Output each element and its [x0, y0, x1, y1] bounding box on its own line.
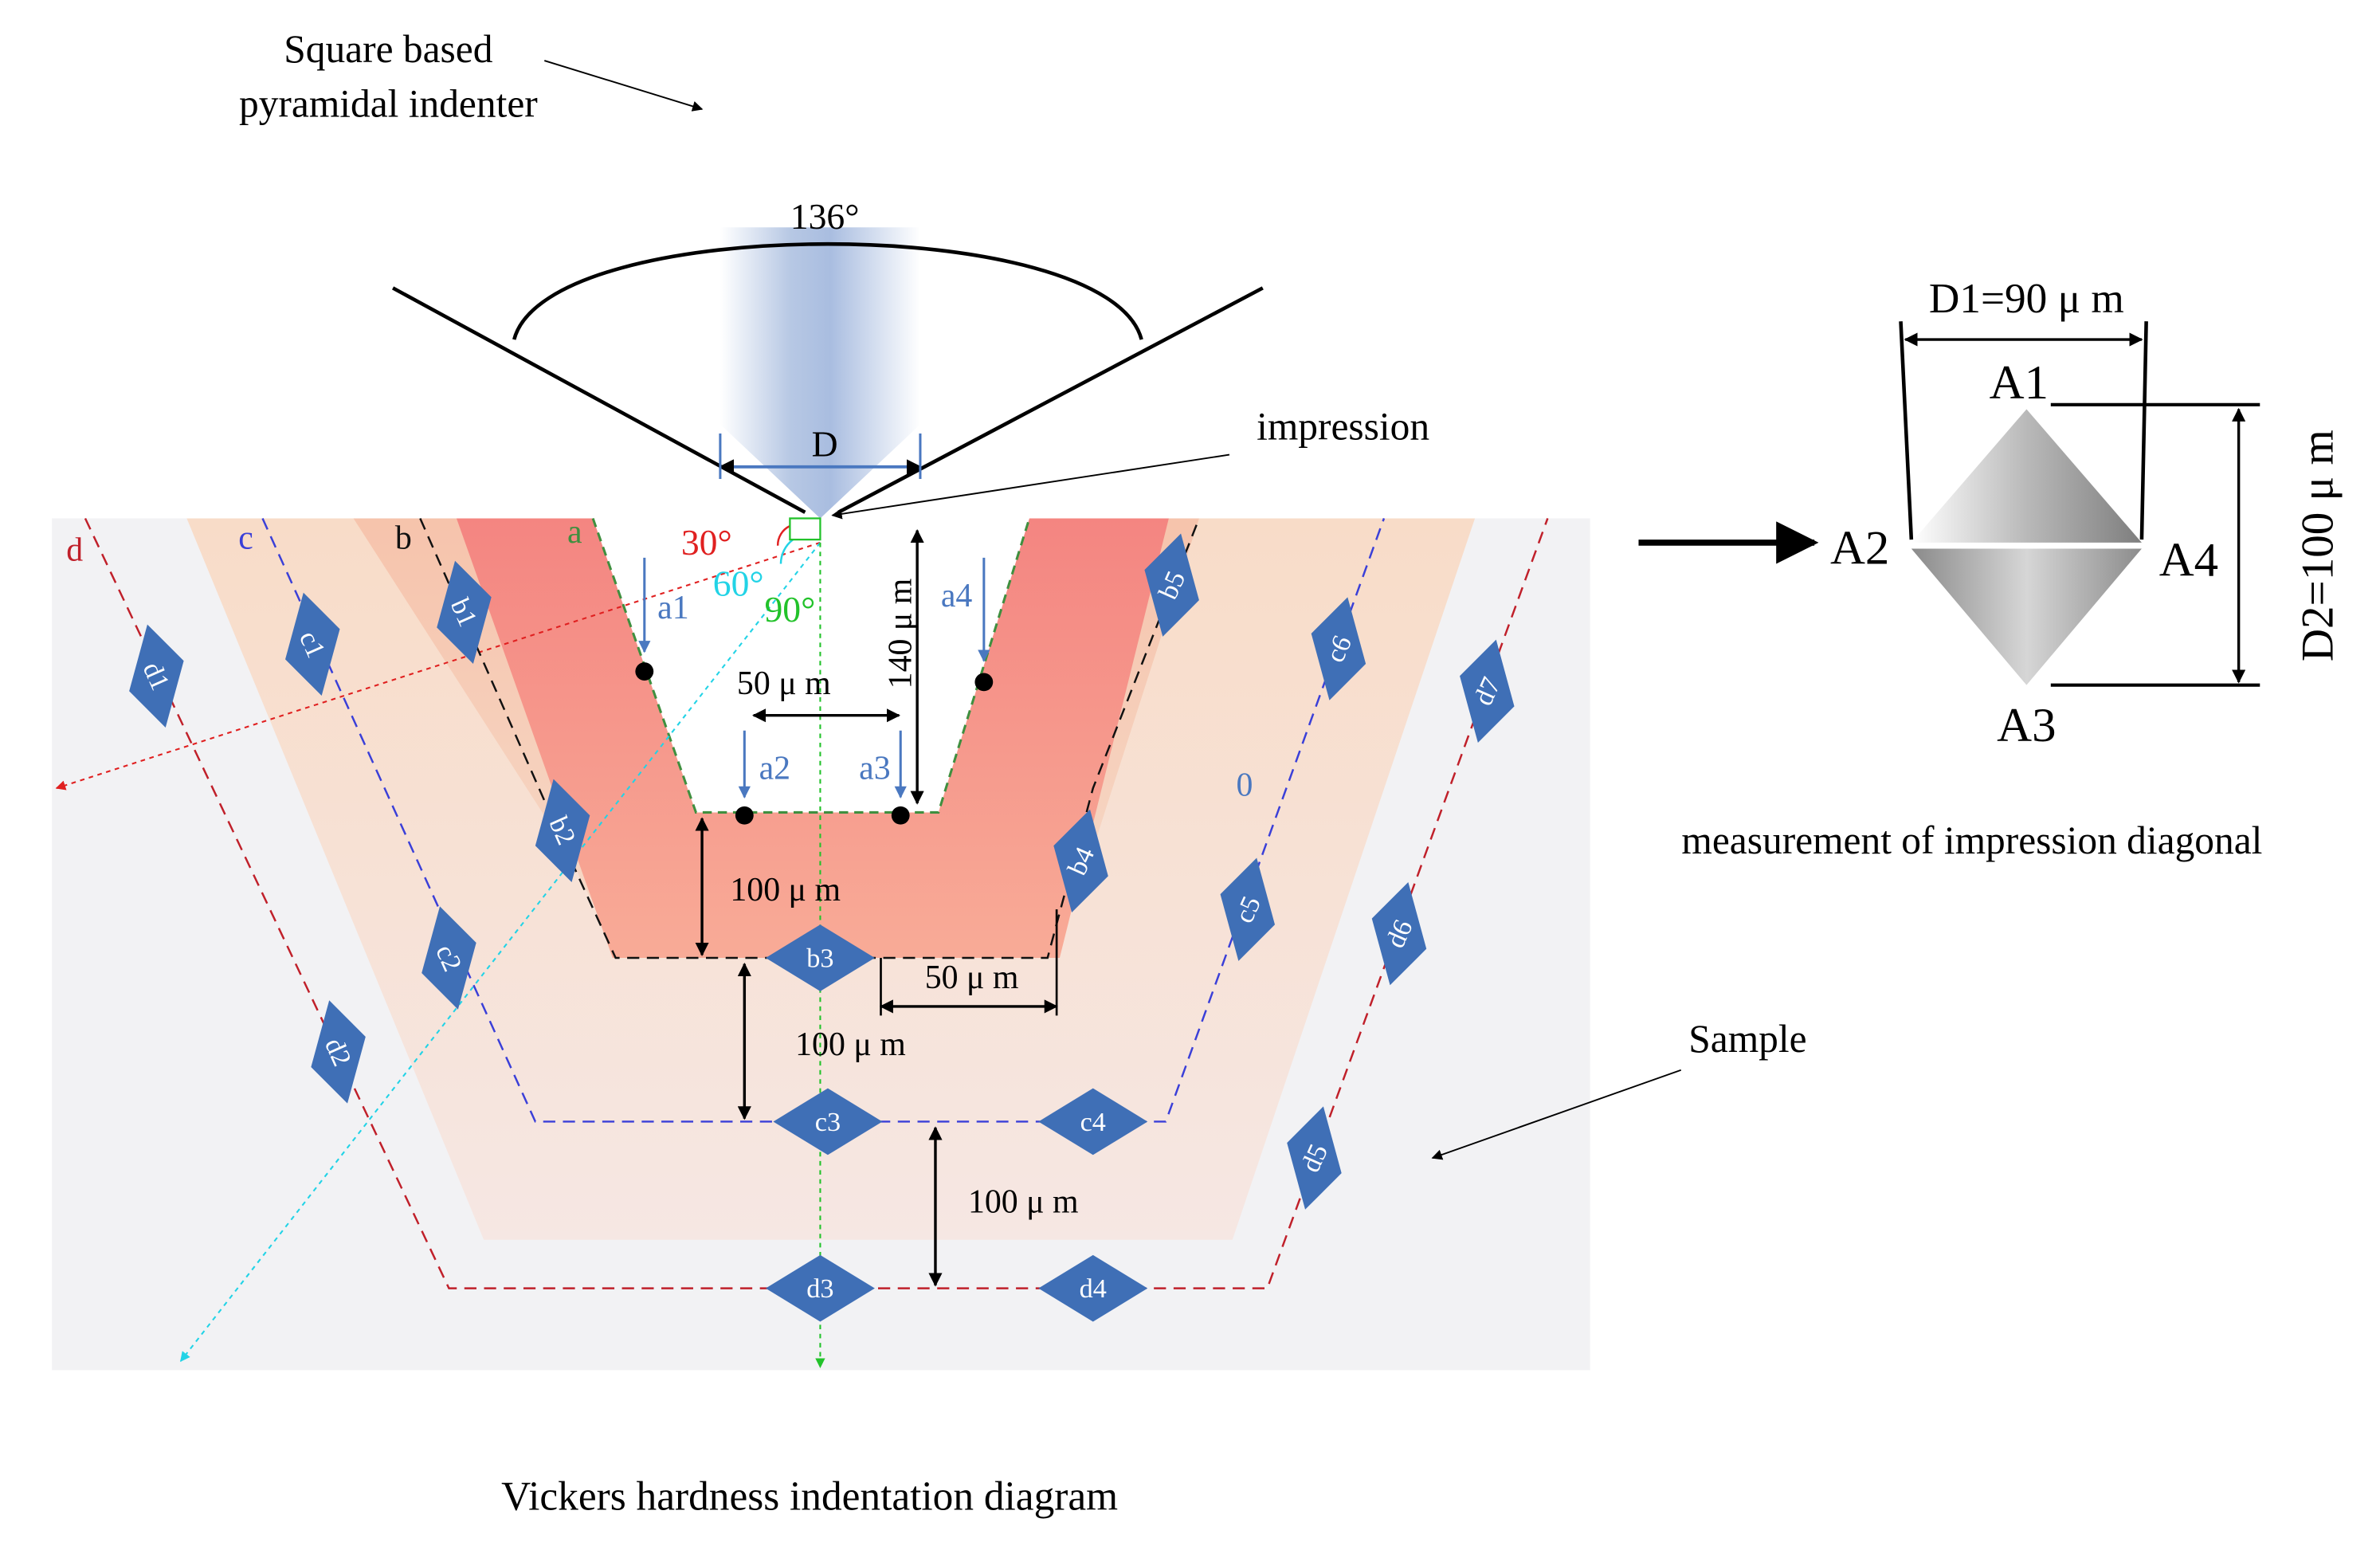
marker-d1: d1: [129, 624, 184, 728]
marker-b2-shape: [535, 779, 590, 882]
marker-c5: c5: [1220, 857, 1276, 961]
marker-b1: b1: [437, 560, 492, 665]
marker-d4-shape: [1038, 1254, 1148, 1322]
ray-30-red: [55, 541, 821, 791]
dim-50-top-label: 50 μ m: [737, 665, 831, 702]
marker-b3: b3: [765, 924, 875, 991]
marker-d2: d2: [311, 1000, 366, 1104]
marker-d6-shape: [1371, 881, 1427, 986]
zone-a-letter: a: [567, 514, 582, 551]
zone-d-letter: d: [66, 532, 83, 569]
marker-b3-label: b3: [806, 943, 833, 973]
marker-d2-shape: [311, 1000, 366, 1104]
a3-label: a3: [859, 751, 890, 787]
marker-d5: d5: [1287, 1106, 1342, 1210]
a4-dot: [974, 673, 994, 692]
impression-label: impression: [1257, 405, 1429, 449]
dim-100c-label: 100 μ m: [968, 1184, 1079, 1221]
d1-ext-left: [1899, 321, 1914, 540]
angle-arc-30: [776, 524, 790, 546]
angle-90-label: 90°: [764, 589, 815, 630]
indenter-face-right: [837, 286, 1264, 514]
indenter-width-label: D: [812, 423, 838, 464]
indenter-pointer-arrow: [543, 60, 704, 112]
indenter: [391, 227, 1264, 519]
marker-c1: c1: [285, 592, 340, 696]
zone-b-letter: b: [395, 520, 412, 557]
pyramid-top-half: [1911, 409, 2142, 543]
marker-d7-shape: [1460, 639, 1515, 743]
marker-b5-shape: [1144, 533, 1199, 637]
marker-c2-shape: [421, 906, 476, 1010]
indenter-face-left: [391, 286, 806, 514]
marker-c6: c6: [1311, 597, 1366, 700]
marker-b1-shape: [437, 560, 492, 665]
marker-c5-shape: [1220, 857, 1276, 961]
dim-140-label: 140 μ m: [883, 579, 919, 689]
a1-dot: [635, 662, 654, 681]
marker-b2: b2: [535, 779, 590, 882]
a2-dot: [735, 806, 754, 825]
d1-ext-right: [2139, 321, 2148, 540]
right-caption: measurement of impression diagonal: [1681, 818, 2262, 862]
marker-d3-label: d3: [806, 1273, 833, 1304]
sample-pointer-arrow: [1431, 1069, 1682, 1160]
angle-30-label: 30°: [681, 522, 732, 563]
marker-d4-label: d4: [1080, 1273, 1107, 1304]
dim-50-bottom-label: 50 μ m: [925, 959, 1019, 996]
zone-c-letter: c: [238, 520, 253, 557]
figure-caption: Vickers hardness indentation diagram: [501, 1473, 1118, 1519]
marker-d6: d6: [1371, 881, 1427, 986]
impression-measurement-panel: [1638, 321, 2260, 687]
marker-c2: c2: [421, 906, 476, 1010]
indenter-caption-1: Square based: [284, 27, 492, 71]
a1-label: a1: [657, 590, 688, 626]
marker-d3-shape: [765, 1254, 875, 1322]
marker-c3-label: c3: [815, 1107, 841, 1137]
d1-label: D1=90 μ m: [1929, 275, 2124, 322]
right-angle-mark: [789, 517, 821, 541]
pyramid-bottom-half: [1911, 548, 2142, 685]
marker-d1-shape: [129, 624, 184, 728]
angle-arc-60: [779, 539, 794, 564]
marker-c1-shape: [285, 592, 340, 696]
sample-label: Sample: [1688, 1017, 1806, 1061]
dim-100b-label: 100 μ m: [795, 1026, 906, 1063]
marker-b3-shape: [765, 924, 875, 991]
angle-60-label: 60°: [713, 563, 764, 603]
impression-pointer-arrow: [831, 453, 1230, 520]
marker-d5-shape: [1287, 1106, 1342, 1210]
a2-label: a2: [759, 751, 790, 787]
indenter-caption-2: pyramidal indenter: [239, 81, 538, 125]
a3-dot: [891, 806, 910, 825]
marker-b4-shape: [1053, 809, 1108, 912]
vertex-a3-label: A3: [1997, 699, 2056, 752]
indenter-shaft: [719, 227, 920, 425]
indenter-angle-label: 136°: [790, 196, 860, 237]
marker-c6-shape: [1311, 597, 1366, 700]
a4-label: a4: [941, 578, 973, 614]
zone-zero-label: 0: [1237, 767, 1253, 804]
marker-b5: b5: [1144, 533, 1199, 637]
vertex-a4-label: A4: [2159, 534, 2218, 587]
marker-d7: d7: [1460, 639, 1515, 743]
d2-label: D2=100 μ m: [2293, 430, 2343, 661]
marker-d4: d4: [1038, 1254, 1148, 1322]
vertex-a2-label: A2: [1830, 522, 1889, 575]
dim-100a-label: 100 μ m: [730, 872, 841, 908]
marker-c4-label: c4: [1080, 1107, 1106, 1137]
vertex-a1-label: A1: [1990, 356, 2049, 410]
marker-d3: d3: [765, 1254, 875, 1322]
ray-60-cyan: [179, 542, 821, 1362]
indenter-angle-arc: [512, 242, 1143, 340]
marker-b4: b4: [1053, 809, 1108, 912]
